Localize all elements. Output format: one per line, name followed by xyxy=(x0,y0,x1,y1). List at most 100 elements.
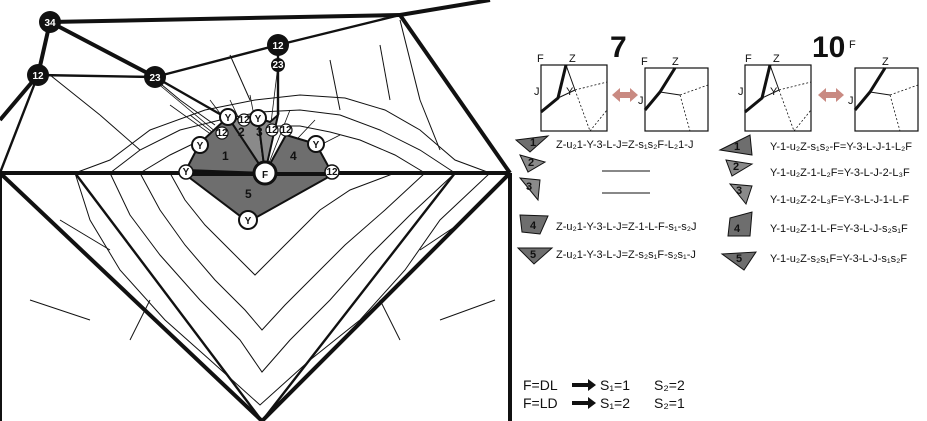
panel-7-thumb-right: F Z J xyxy=(638,56,709,132)
region-4-label: 4 xyxy=(290,149,297,163)
vertex-y-3: Y xyxy=(249,109,267,127)
svg-text:Z: Z xyxy=(672,56,679,68)
svg-text:F=LD: F=LD xyxy=(523,395,558,411)
svg-text:F: F xyxy=(641,56,648,68)
region-1-label: 1 xyxy=(222,149,229,163)
vertex-12-small-1: 12 xyxy=(237,113,251,127)
vertex-y-5: Y xyxy=(238,210,258,230)
panel-10-swap-arrow xyxy=(818,88,844,102)
vertex-y-6: Y xyxy=(178,164,194,180)
footer-arrow-2 xyxy=(572,397,596,409)
vertex-12-small-3: 12 xyxy=(279,123,293,137)
svg-text:1: 1 xyxy=(734,141,740,153)
panel-7-row-4: 4 Z-u₂1-Y-3-L-J=Z-1-L-F-s₁-s₂J xyxy=(519,214,697,235)
panel-7-row-5: 5 Z-u₂1-Y-3-L-J=Z-s₂s₁F-s₂s₁-J xyxy=(516,247,696,265)
vertex-y-2: Y xyxy=(219,108,237,126)
web-diagram: 1 2 3 4 5 34 12 23 12 23 Y xyxy=(0,0,512,421)
svg-text:12: 12 xyxy=(280,125,292,136)
svg-text:F: F xyxy=(537,53,544,65)
panel-7-number: 7 xyxy=(610,31,627,64)
svg-text:4: 4 xyxy=(530,220,537,232)
footer-arrow-1 xyxy=(572,379,596,391)
vertex-23-small: 23 xyxy=(271,58,285,72)
svg-text:3: 3 xyxy=(526,181,532,193)
svg-text:Y: Y xyxy=(313,140,320,151)
panel-7-swap-arrow xyxy=(612,88,638,102)
svg-text:Z: Z xyxy=(773,53,780,65)
svg-text:Z: Z xyxy=(882,56,889,68)
svg-text:J: J xyxy=(638,95,644,107)
svg-text:J: J xyxy=(848,95,854,107)
svg-text:F: F xyxy=(262,170,268,181)
region-3-label: 3 xyxy=(256,125,263,139)
shaded-regions xyxy=(183,112,336,224)
svg-text:12: 12 xyxy=(216,128,228,139)
footer-legend: F=DL S₁=1 S₂=2 F=LD S₁=2 S₂=1 xyxy=(523,377,685,411)
panel-10-row-3: 3 Y-1-u₂Z-2-L₃F=Y-3-L-J-1-L-F xyxy=(728,183,909,206)
svg-text:Z-u₂1-Y-3-L-J=Z-1-L-F-s₁-s₂J: Z-u₂1-Y-3-L-J=Z-1-L-F-s₁-s₂J xyxy=(556,221,697,233)
svg-text:Z-u₂1-Y-3-L-J=Z-s₁s₂F-L₂1-J: Z-u₂1-Y-3-L-J=Z-s₁s₂F-L₂1-J xyxy=(556,139,693,151)
svg-text:12: 12 xyxy=(32,71,44,82)
web-thin-lines xyxy=(29,19,496,406)
svg-text:S₂=2: S₂=2 xyxy=(654,377,685,393)
panel-10: 10 F Z J Y F Z J xyxy=(718,31,919,271)
vertex-y-4: Y xyxy=(307,135,325,153)
svg-text:J: J xyxy=(738,86,744,98)
svg-text:S₂=1: S₂=1 xyxy=(654,395,685,411)
vertex-f-hub: F xyxy=(252,160,278,186)
panel-7-row-2: 2 xyxy=(519,154,650,173)
svg-text:Y-1-u₂Z-s₁s₂-F=Y-3-L-J-1-L₂F: Y-1-u₂Z-s₁s₂-F=Y-3-L-J-1-L₂F xyxy=(770,141,912,153)
svg-text:12: 12 xyxy=(266,125,278,136)
svg-text:F: F xyxy=(745,53,752,65)
vertex-12-left: 12 xyxy=(27,64,49,86)
svg-text:Z: Z xyxy=(569,53,576,65)
svg-text:Y: Y xyxy=(566,86,574,98)
panel-7-thumb-left: F Z J Y xyxy=(534,53,608,132)
svg-text:Y-1-u₂Z-s₂s₁F=Y-3-L-J-s₁s₂F: Y-1-u₂Z-s₂s₁F=Y-3-L-J-s₁s₂F xyxy=(770,253,907,265)
vertex-12-top: 12 xyxy=(267,34,289,56)
panel-10-row-2: 2 Y-1-u₂Z-1-L₂F=Y-3-L-J-2-L₃F xyxy=(725,159,910,179)
svg-text:Y: Y xyxy=(770,86,778,98)
svg-text:34: 34 xyxy=(44,18,56,29)
svg-text:S₁=2: S₁=2 xyxy=(600,395,630,411)
footer-row-1: F=DL S₁=1 S₂=2 xyxy=(523,377,685,393)
region-5-label: 5 xyxy=(245,187,252,201)
vertex-12-small-5: 12 xyxy=(324,164,340,180)
panel-7-row-3: 3 xyxy=(518,177,650,202)
svg-text:Y-1-u₂Z-1-L₂F=Y-3-L-J-2-L₃F: Y-1-u₂Z-1-L₂F=Y-3-L-J-2-L₃F xyxy=(770,167,910,179)
panel-10-row-4: 4 Y-1-u₂Z-1-L-F=Y-3-L-J-s₂s₁F xyxy=(727,211,908,237)
svg-text:Y-1-u₂Z-2-L₃F=Y-3-L-J-1-L-F: Y-1-u₂Z-2-L₃F=Y-3-L-J-1-L-F xyxy=(770,194,909,206)
svg-text:5: 5 xyxy=(736,253,742,265)
vertex-12-small-2: 12 xyxy=(215,126,229,140)
svg-text:Y: Y xyxy=(255,114,262,125)
svg-text:3: 3 xyxy=(736,185,742,197)
svg-text:23: 23 xyxy=(272,60,284,71)
vertex-23: 23 xyxy=(144,66,166,88)
svg-text:F: F xyxy=(849,39,856,51)
panel-10-row-1: 1 Y-1-u₂Z-s₁s₂-F=Y-3-L-J-1-L₂F xyxy=(718,134,912,156)
panel-10-thumb-left: F Z J Y xyxy=(738,53,812,132)
svg-text:4: 4 xyxy=(734,223,741,235)
svg-text:Y: Y xyxy=(183,167,190,178)
svg-text:12: 12 xyxy=(272,41,284,52)
svg-text:1: 1 xyxy=(530,137,536,149)
panel-10-thumb-right: F Z J xyxy=(848,39,919,132)
panel-7: 7 F Z J Y F Z J xyxy=(514,31,709,265)
svg-text:2: 2 xyxy=(528,157,534,169)
region-2-label: 2 xyxy=(238,125,245,139)
panel-10-row-5: 5 Y-1-u₂Z-s₂s₁F=Y-3-L-J-s₁s₂F xyxy=(720,251,907,271)
svg-text:F=DL: F=DL xyxy=(523,377,558,393)
vertex-34: 34 xyxy=(39,11,61,33)
svg-text:Z-u₂1-Y-3-L-J=Z-s₂s₁F-s₂s₁-J: Z-u₂1-Y-3-L-J=Z-s₂s₁F-s₂s₁-J xyxy=(556,249,696,261)
web-medium-lines xyxy=(0,13,456,421)
svg-text:Y: Y xyxy=(197,141,204,152)
svg-text:12: 12 xyxy=(326,167,338,178)
panel-10-number: 10 xyxy=(812,31,845,64)
svg-text:12: 12 xyxy=(238,115,250,126)
svg-text:5: 5 xyxy=(530,249,536,261)
svg-text:Y: Y xyxy=(225,113,232,124)
svg-text:J: J xyxy=(534,86,540,98)
svg-text:Y-1-u₂Z-1-L-F=Y-3-L-J-s₂s₁F: Y-1-u₂Z-1-L-F=Y-3-L-J-s₂s₁F xyxy=(770,223,908,235)
svg-text:Y: Y xyxy=(245,216,252,227)
